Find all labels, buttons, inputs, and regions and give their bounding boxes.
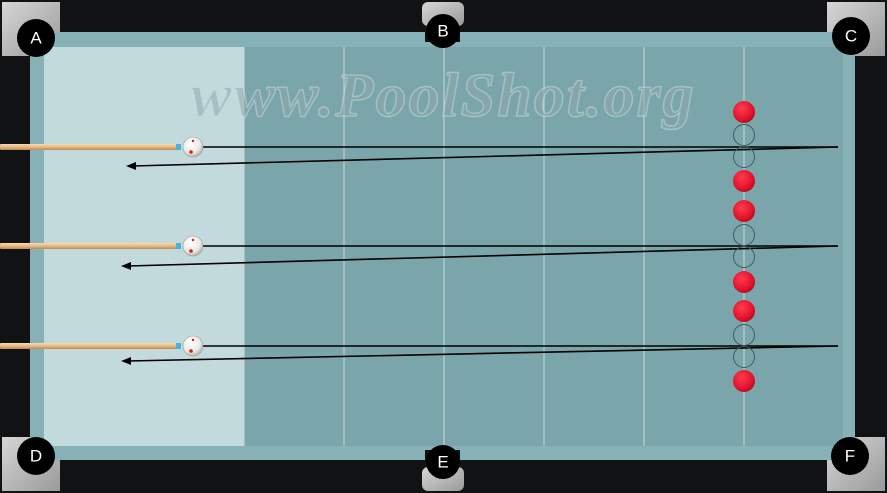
cue-ball-marker	[191, 338, 195, 342]
ghost-ball	[733, 324, 755, 346]
cue-ball-1[interactable]	[182, 136, 204, 158]
pocket-e[interactable]: E	[426, 445, 460, 479]
cue-sticks	[0, 144, 181, 349]
cue-stick-shaft	[0, 144, 176, 150]
cue-ball	[182, 235, 204, 257]
cue-ball	[182, 335, 204, 357]
ghost-ball	[733, 224, 755, 246]
object-ball[interactable]	[733, 170, 755, 192]
watermark-text: www.PoolShot.org	[190, 62, 695, 130]
pocket-c[interactable]: C	[832, 17, 870, 55]
pocket-d-hole	[17, 437, 55, 475]
pocket-c-hole	[832, 17, 870, 55]
cue-ball	[182, 136, 204, 158]
ghost-balls	[733, 124, 755, 368]
pocket-a[interactable]: A	[17, 19, 55, 57]
cue-stick-shaft	[0, 343, 176, 349]
pocket-b-label: B	[437, 22, 448, 41]
cue-ball-2[interactable]	[182, 235, 204, 257]
object-ball[interactable]	[733, 370, 755, 392]
pocket-b-hole	[426, 14, 460, 48]
object-balls	[733, 101, 755, 392]
pocket-f[interactable]: F	[831, 437, 869, 475]
pocket-a-label: A	[30, 29, 42, 48]
pocket-f-hole	[831, 437, 869, 475]
cue-stick-tip	[176, 343, 181, 349]
pocket-e-hole	[426, 445, 460, 479]
cue-stick-2[interactable]	[0, 243, 181, 249]
cue-stick-shaft	[0, 243, 176, 249]
cue-stick-tip	[176, 144, 181, 150]
ghost-ball	[733, 246, 755, 268]
shot-3-return-line	[127, 345, 839, 362]
shot-1-arrowhead	[126, 162, 136, 170]
shot-arrowheads	[121, 162, 136, 365]
cue-ball-spin-dot	[189, 249, 193, 253]
shot-3-arrowhead	[121, 357, 131, 365]
cue-stick-3[interactable]	[0, 343, 181, 349]
cue-balls	[182, 136, 204, 357]
pockets: A B C D E F	[17, 14, 870, 479]
object-ball[interactable]	[733, 101, 755, 123]
cue-ball-spin-dot	[189, 150, 193, 154]
shot-2-arrowhead	[121, 262, 131, 270]
cue-ball-spin-dot	[189, 349, 193, 353]
ghost-ball	[733, 146, 755, 168]
pocket-d-label: D	[30, 447, 42, 466]
shot-2-return-line	[127, 245, 839, 267]
ghost-ball	[733, 124, 755, 146]
object-ball[interactable]	[733, 271, 755, 293]
cue-stick-1[interactable]	[0, 144, 181, 150]
pocket-a-hole	[17, 19, 55, 57]
object-ball[interactable]	[733, 200, 755, 222]
pocket-f-label: F	[845, 447, 855, 466]
cue-ball-3[interactable]	[182, 335, 204, 357]
pocket-c-label: C	[845, 27, 857, 46]
pocket-e-label: E	[437, 453, 448, 472]
cue-ball-marker	[191, 139, 195, 143]
cue-stick-tip	[176, 243, 181, 249]
object-ball[interactable]	[733, 300, 755, 322]
shot-1-return-line	[132, 146, 839, 167]
pocket-b[interactable]: B	[426, 14, 460, 48]
ghost-ball	[733, 346, 755, 368]
cue-ball-marker	[191, 238, 195, 242]
pocket-d[interactable]: D	[17, 437, 55, 475]
shot-lines	[127, 146, 839, 362]
